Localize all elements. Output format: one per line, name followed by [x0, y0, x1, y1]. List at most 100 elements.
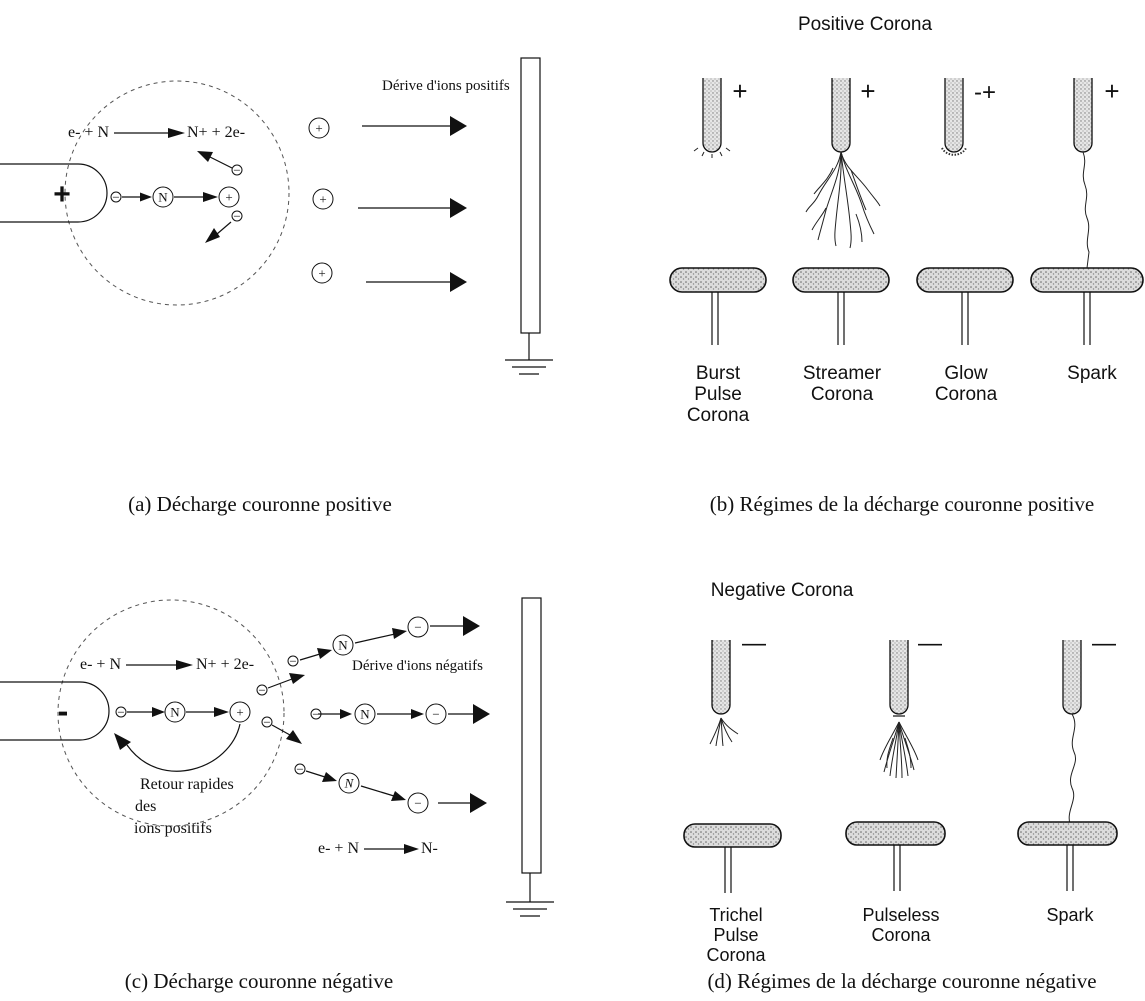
- emitted-electron-path-1: [209, 156, 233, 169]
- needle-electrode: [1073, 78, 1093, 153]
- drift-label: Dérive d'ions négatifs: [352, 658, 483, 674]
- needle-electrode: [831, 78, 851, 153]
- svg-text:−: −: [112, 190, 119, 205]
- svg-text:−: −: [414, 796, 421, 811]
- regime-label-line: Corona: [871, 925, 931, 945]
- emitted-electron-1: −: [231, 163, 243, 178]
- caption-c: (c) Décharge couronne négative: [125, 969, 393, 993]
- needle-electrode: [889, 640, 909, 715]
- return-label-line: des: [135, 798, 156, 815]
- needle-sign: —: [742, 630, 766, 657]
- emitted-electron: −: [261, 715, 273, 730]
- emitted-electron: −: [256, 683, 268, 698]
- negative-ion: −: [425, 703, 447, 725]
- plane-electrode: [1017, 821, 1118, 846]
- regime-glow-corona: -+ Glow Corona: [916, 78, 1014, 405]
- regime-label-line: Glow: [944, 363, 988, 384]
- caption-d: (d) Régimes de la décharge couronne néga…: [707, 969, 1096, 993]
- reaction-arrowhead: [176, 660, 193, 670]
- svg-text:−: −: [117, 705, 124, 720]
- streamer-filaments: [805, 151, 881, 249]
- needle-electrode: [1062, 640, 1082, 715]
- neutral-molecule: N: [164, 701, 186, 723]
- ground-symbol: [505, 359, 553, 375]
- regime-label-line: Corona: [706, 945, 766, 965]
- electron-arrowhead: [140, 192, 152, 202]
- svg-text:+: +: [236, 705, 243, 720]
- caption-a: (a) Décharge couronne positive: [128, 492, 392, 516]
- emitted-electron-2: −: [231, 209, 243, 224]
- electron-arrowhead: [152, 707, 165, 717]
- negative-ion: −: [407, 792, 429, 814]
- svg-text:−: −: [414, 620, 421, 635]
- plane-electrode: [669, 267, 767, 293]
- regime-trichel-pulse-corona: — Trichel Pulse Corona: [683, 630, 782, 965]
- positive-ion: +: [218, 186, 240, 208]
- svg-text:N: N: [344, 776, 355, 791]
- drift-ion-2: +: [312, 188, 334, 210]
- needle-electrode: [944, 78, 964, 153]
- panel-b-title: Positive Corona: [798, 14, 933, 35]
- trichel-filaments: [709, 717, 739, 747]
- regime-label-line: Streamer: [803, 363, 882, 384]
- regime-spark: + Spark: [1030, 76, 1144, 384]
- regime-label-line: Pulse: [713, 925, 758, 945]
- needle-sign: +: [860, 76, 875, 106]
- regime-label-line: Trichel: [709, 905, 762, 925]
- regime-label-line: Corona: [811, 384, 874, 405]
- panel-a-positive-corona-diagram: + e- + N N+ + 2e- − N + −: [0, 57, 553, 516]
- needle-electrode: [711, 640, 731, 715]
- regime-label-line: Pulse: [694, 384, 742, 405]
- cathode-electrode: [0, 681, 110, 741]
- negative-ion: −: [407, 616, 429, 638]
- attachment-reaction: e- + N: [318, 840, 359, 857]
- plane-electrode: [683, 823, 782, 848]
- svg-text:−: −: [233, 163, 240, 178]
- drift-arrow: [473, 704, 490, 724]
- svg-text:+: +: [225, 190, 232, 205]
- attachment-arrowhead: [404, 844, 419, 854]
- collector-plate: [520, 57, 541, 334]
- electron-marker: −: [115, 705, 127, 720]
- plane-electrode: [1030, 267, 1144, 293]
- svg-text:−: −: [296, 762, 303, 777]
- spark-channel: [1068, 713, 1076, 825]
- ionization-reaction: e- + N: [68, 124, 109, 141]
- ion-return-arrowhead: [114, 733, 131, 750]
- drift-arrow-1: [450, 116, 467, 136]
- needle-sign: -+: [974, 79, 996, 106]
- svg-text:−: −: [432, 707, 439, 722]
- electron-marker: −: [110, 190, 122, 205]
- reaction-product: N+ + 2e-: [187, 124, 245, 141]
- attaching-molecule: N: [354, 703, 376, 725]
- attaching-molecule: N: [338, 772, 360, 794]
- drift-electron: −: [287, 654, 299, 669]
- svg-text:+: +: [315, 121, 322, 136]
- positive-ion: +: [229, 701, 251, 723]
- panel-d-title: Negative Corona: [711, 580, 854, 601]
- caption-b: (b) Régimes de la décharge couronne posi…: [710, 492, 1094, 516]
- collision-arrowhead: [203, 192, 218, 202]
- regime-pulseless-corona: — Pulseless Corona: [845, 630, 946, 945]
- regime-label-line: Burst: [696, 363, 741, 384]
- svg-text:−: −: [312, 707, 319, 722]
- needle-electrode: [702, 78, 722, 153]
- return-label-line: Retour rapides: [140, 776, 234, 793]
- reaction-product: N+ + 2e-: [196, 656, 254, 673]
- neutral-molecule: N: [152, 186, 174, 208]
- plane-electrode: [916, 267, 1014, 293]
- regime-label-line: Corona: [935, 384, 998, 405]
- collector-plate: [521, 597, 542, 874]
- drift-arrow: [463, 616, 480, 636]
- needle-sign: +: [1104, 76, 1119, 106]
- needle-sign: +: [732, 76, 747, 106]
- svg-text:−: −: [233, 209, 240, 224]
- attaching-molecule: N: [332, 634, 354, 656]
- drift-ion-3: +: [311, 262, 333, 284]
- reaction-arrowhead: [168, 128, 185, 138]
- regime-label-line: Spark: [1046, 905, 1094, 925]
- emitted-electron-path-2: [216, 221, 232, 235]
- pulseless-filaments: [879, 721, 919, 779]
- ionization-reaction: e- + N: [80, 656, 121, 673]
